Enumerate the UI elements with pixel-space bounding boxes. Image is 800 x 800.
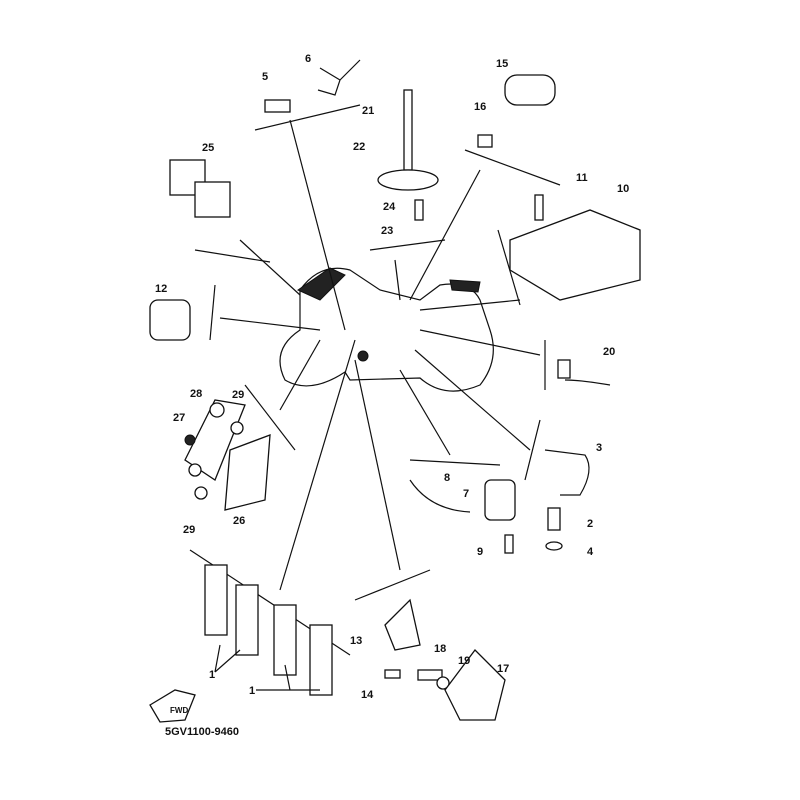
callout: 3 xyxy=(596,442,602,454)
callout: 11 xyxy=(576,172,588,184)
sensor-13 xyxy=(384,598,421,651)
wire-6 xyxy=(317,59,361,96)
callout: 18 xyxy=(434,643,446,655)
callout: 23 xyxy=(381,225,393,237)
callout: 10 xyxy=(617,183,629,195)
diagram-code: 5GV1100-9460 xyxy=(165,726,239,738)
bolt-18 xyxy=(417,669,443,681)
leader-lines xyxy=(189,104,561,656)
callout: 1 xyxy=(249,685,255,697)
callout: 6 xyxy=(305,53,311,65)
motor-7 xyxy=(484,479,516,521)
switch-2 xyxy=(547,507,561,531)
callout: 2 xyxy=(587,518,593,530)
callout: 19 xyxy=(458,655,470,667)
callout: 14 xyxy=(361,689,374,701)
washer-29b xyxy=(230,421,244,435)
callout: 29 xyxy=(183,524,195,536)
bracket-28 xyxy=(184,399,246,481)
callout: 21 xyxy=(362,105,374,117)
callout: 15 xyxy=(496,58,508,70)
callout: 22 xyxy=(353,141,365,153)
wire-8 xyxy=(409,479,471,513)
washer-29c xyxy=(188,463,202,477)
relay-25b xyxy=(194,181,231,218)
callout: 1 xyxy=(209,669,215,681)
bolt-14 xyxy=(384,669,401,679)
rotor-17 xyxy=(444,649,506,721)
svg-text:FWD: FWD xyxy=(170,706,188,715)
rectifier-26 xyxy=(224,434,271,511)
washer-4 xyxy=(545,541,563,551)
switch-5 xyxy=(264,99,291,113)
callout: 26 xyxy=(233,515,245,527)
callout: 17 xyxy=(497,663,509,675)
washer-19 xyxy=(436,676,450,690)
callout: 9 xyxy=(477,546,483,558)
fwd-arrow-icon: FWD xyxy=(149,689,196,723)
bolt-9 xyxy=(504,534,514,554)
lead-3 xyxy=(544,449,590,496)
callout: 27 xyxy=(173,412,185,424)
parts: FWD xyxy=(149,59,641,723)
screw-11 xyxy=(534,194,544,221)
callout: 4 xyxy=(587,546,594,558)
ecu-10 xyxy=(509,209,641,301)
callout: 8 xyxy=(444,472,450,484)
washer-29d xyxy=(194,486,208,500)
callout: 5 xyxy=(262,71,268,83)
callout-labels: 5 6 21 22 24 23 15 16 11 10 25 12 20 28 … xyxy=(155,53,629,701)
callout: 13 xyxy=(350,635,362,647)
callout: 29 xyxy=(232,389,244,401)
sensor-21 xyxy=(403,89,413,171)
callout: 24 xyxy=(383,201,396,213)
callout: 16 xyxy=(474,101,486,113)
callout: 28 xyxy=(190,388,202,400)
callout: 12 xyxy=(155,283,167,295)
bolt-20 xyxy=(557,359,571,379)
bolt-27 xyxy=(184,434,196,446)
sensor-12 xyxy=(149,299,191,341)
callout: 7 xyxy=(463,488,469,500)
motorcycle-outline xyxy=(279,267,494,392)
ignition-coils xyxy=(204,564,333,696)
washer-29a xyxy=(209,402,225,418)
callout: 20 xyxy=(603,346,615,358)
screw-16 xyxy=(477,134,493,148)
ground-lead xyxy=(564,379,611,386)
bolt-23 xyxy=(414,199,424,221)
relay-15 xyxy=(504,74,556,106)
callout: 25 xyxy=(202,142,214,154)
gasket-22 xyxy=(377,169,439,191)
